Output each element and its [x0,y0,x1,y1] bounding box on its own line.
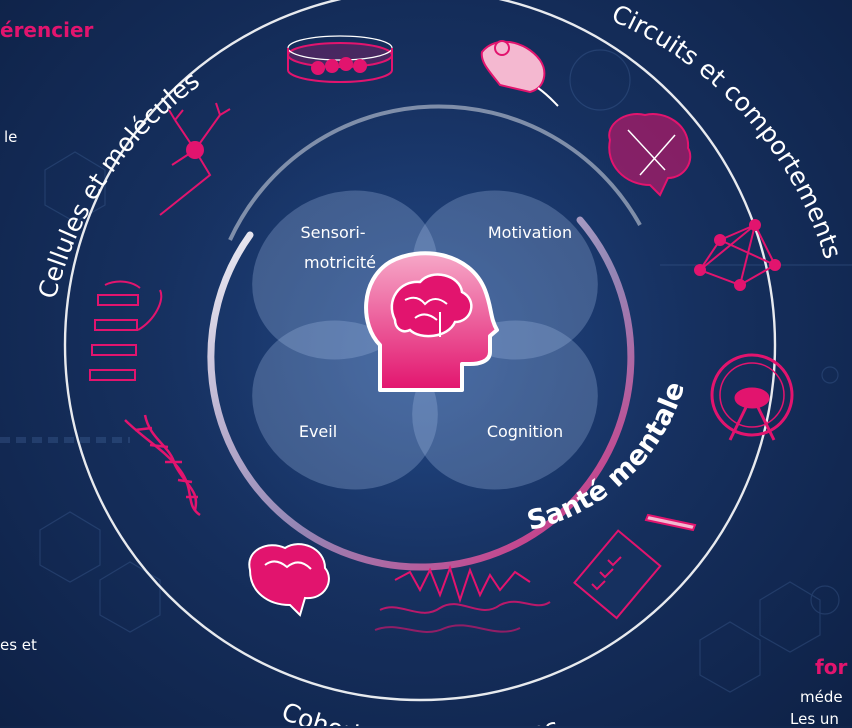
domain-sensori-line2: motricité [304,253,376,272]
hamster-wheel-icon [710,353,794,441]
brain-network-icon [608,113,692,197]
brain-icon [248,543,330,617]
heading-partial-top: érencier [0,18,94,42]
left-fragment-bottom: es et [0,636,37,654]
right-fragment-1: méde [800,688,843,706]
domain-sensori-line1: Sensori- [300,223,365,242]
pen-icon [644,513,697,532]
eeg-waves-icon [374,564,551,633]
heading-partial-right: for [815,655,848,679]
petri-dish-icon [287,35,393,83]
outer-ring [63,0,777,702]
mouse-icon [480,40,559,107]
domain-cognition: Cognition [487,422,563,441]
background-decoration [0,49,852,693]
dna-icon [124,414,201,517]
left-fragment-top: le [4,128,18,146]
network-graph-icon [694,219,781,291]
neuron-icon [159,102,231,216]
domain-eveil: Eveil [299,422,337,441]
head-brain-icon [364,251,499,392]
domain-motivation: Motivation [488,223,572,242]
checklist-icon [573,529,662,620]
inner-arc [207,216,635,571]
receptor-protein-icon [89,280,163,381]
right-fragment-2: Les un [790,710,839,728]
